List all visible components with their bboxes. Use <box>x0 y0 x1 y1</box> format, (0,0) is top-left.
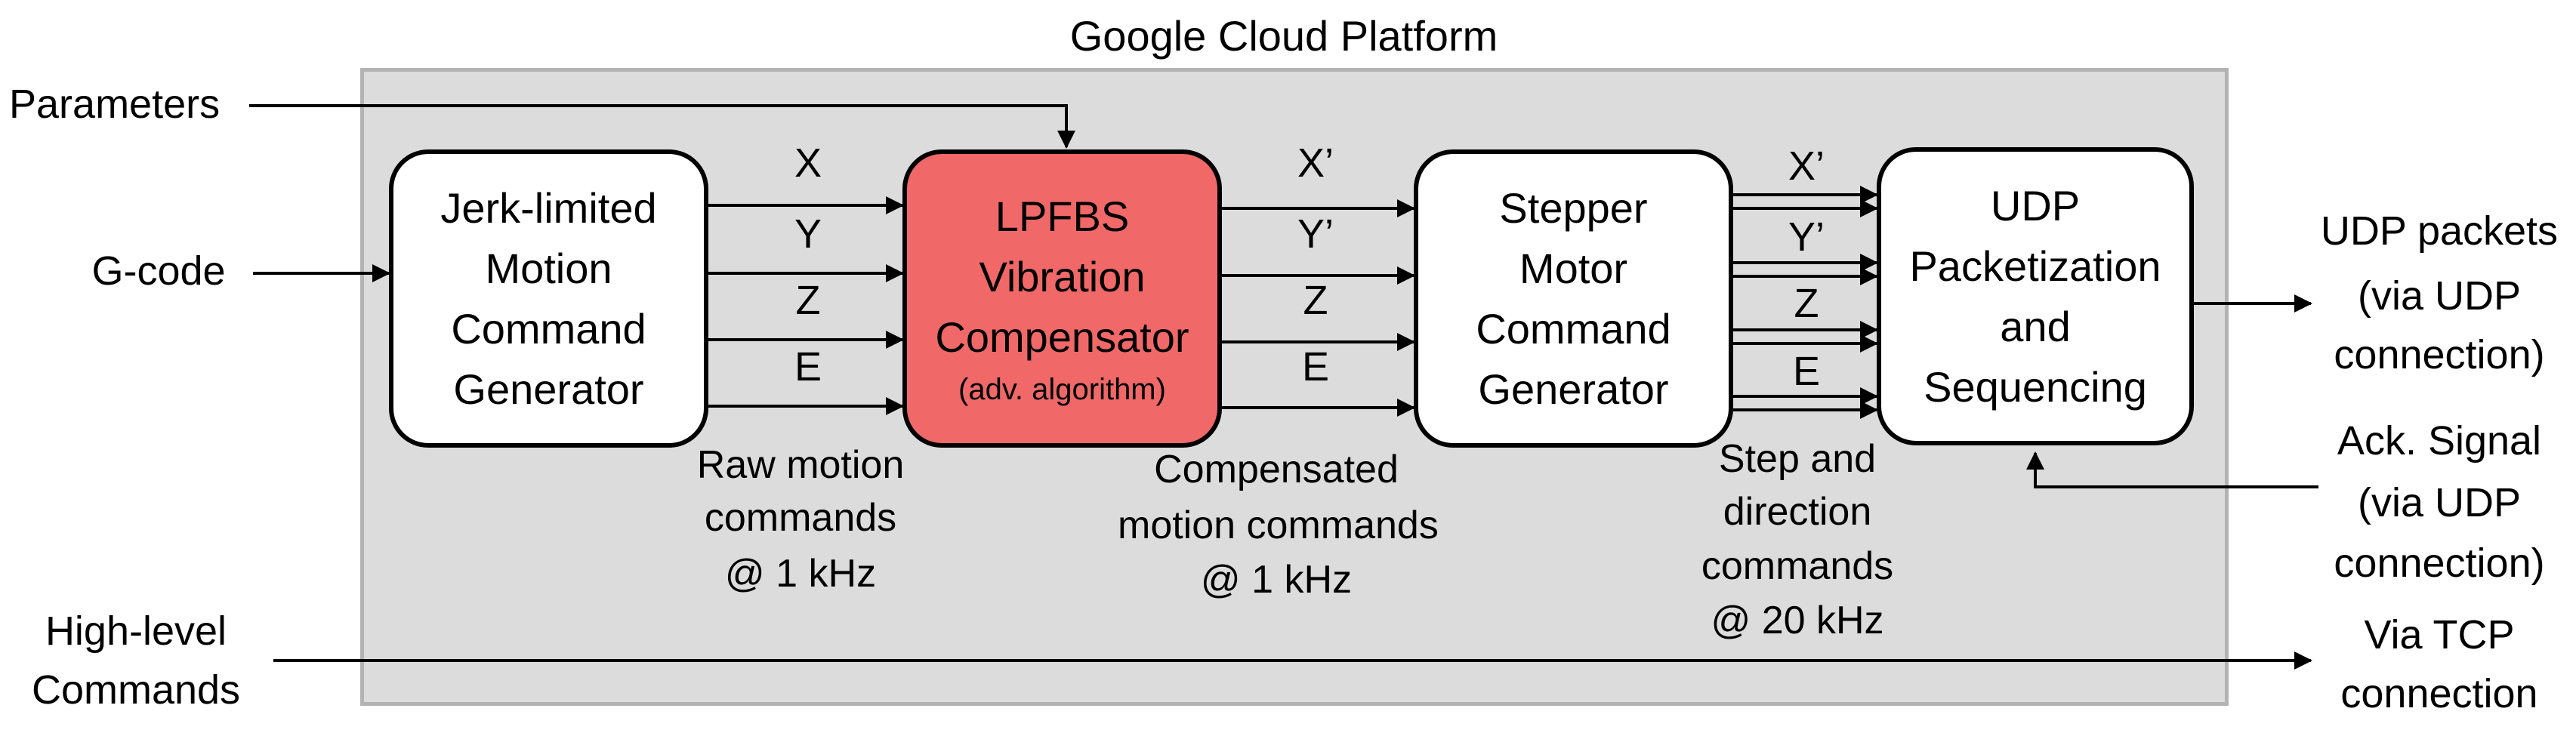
parameters-label: Parameters <box>9 82 221 127</box>
raw-signal-x: X <box>794 140 822 186</box>
step-label-line-2: direction <box>1723 490 1872 534</box>
comp-label-line-1: Compensated <box>1154 448 1399 491</box>
jerk-line-4: Generator <box>453 365 644 413</box>
ack-signal-line-3: connection) <box>2334 541 2545 586</box>
udp-packets-line-1: UDP packets <box>2320 208 2559 254</box>
lpfbs-line-2: Vibration <box>979 252 1146 300</box>
raw-label-line-2: commands <box>704 496 897 540</box>
step-label-line-4: @ 20 kHz <box>1711 599 1884 642</box>
tcp-line-2: connection <box>2340 671 2538 716</box>
comp-signal-e: E <box>1301 344 1330 390</box>
udp-packetization-and-sequencing: UDP Packetization and Sequencing <box>1877 147 2194 445</box>
comp-label-line-3: @ 1 kHz <box>1200 558 1353 602</box>
comp-label-line-2: motion commands <box>1118 504 1439 547</box>
stepper-line-3: Command <box>1476 304 1671 353</box>
udp-line-1: UDP <box>1990 181 2081 229</box>
stepper-line-4: Generator <box>1478 365 1669 413</box>
step-signal-y: Y’ <box>1788 214 1825 260</box>
tcp-line-1: Via TCP <box>2364 612 2515 658</box>
ack-signal-line-2: (via UDP <box>2357 480 2522 525</box>
raw-signal-e: E <box>794 344 822 390</box>
ack-signal-line-1: Ack. Signal <box>2337 418 2542 464</box>
lpfbs-line-3: Compensator <box>935 313 1189 361</box>
high-level-line-1: High-level <box>45 608 227 654</box>
udp-packets-line-2: (via UDP <box>2357 273 2522 319</box>
lpfbs-vibration-compensator: LPFBS Vibration Compensator (adv. algori… <box>902 149 1222 448</box>
ack-signal-arrow <box>2026 451 2318 488</box>
udp-line-3: and <box>2000 302 2071 350</box>
raw-signal-y: Y <box>794 211 822 257</box>
gcode-label: G-code <box>91 248 226 294</box>
step-label-line-1: Step and <box>1718 437 1877 481</box>
jerk-line-2: Motion <box>485 244 612 292</box>
parameters-arrow <box>249 104 1075 149</box>
lpfbs-note: (adv. algorithm) <box>958 372 1166 406</box>
udp-line-2: Packetization <box>1909 242 2161 290</box>
comp-signal-z: Z <box>1303 278 1328 323</box>
raw-label-line-1: Raw motion <box>696 443 905 487</box>
udp-line-4: Sequencing <box>1924 362 2147 411</box>
step-signal-e: E <box>1792 349 1821 394</box>
jerk-limited-motion-command-generator: Jerk-limited Motion Command Generator <box>389 149 708 448</box>
step-label-line-3: commands <box>1701 544 1894 588</box>
step-signal-x: X’ <box>1788 143 1825 189</box>
step-signal-z: Z <box>1794 281 1819 326</box>
udp-packets-line-3: connection) <box>2334 332 2545 377</box>
stepper-line-2: Motor <box>1519 244 1628 292</box>
stepper-motor-command-generator: Stepper Motor Command Generator <box>1414 149 1733 448</box>
raw-label-line-3: @ 1 kHz <box>724 552 877 596</box>
stepper-line-1: Stepper <box>1499 183 1648 232</box>
jerk-line-3: Command <box>451 304 646 353</box>
lpfbs-line-1: LPFBS <box>995 192 1130 240</box>
platform-title: Google Cloud Platform <box>1069 12 1498 60</box>
comp-signal-x: X’ <box>1297 140 1334 186</box>
jerk-line-1: Jerk-limited <box>440 183 657 232</box>
comp-signal-y: Y’ <box>1297 211 1334 257</box>
raw-signal-z: Z <box>795 278 821 323</box>
high-level-line-2: Commands <box>31 667 241 713</box>
